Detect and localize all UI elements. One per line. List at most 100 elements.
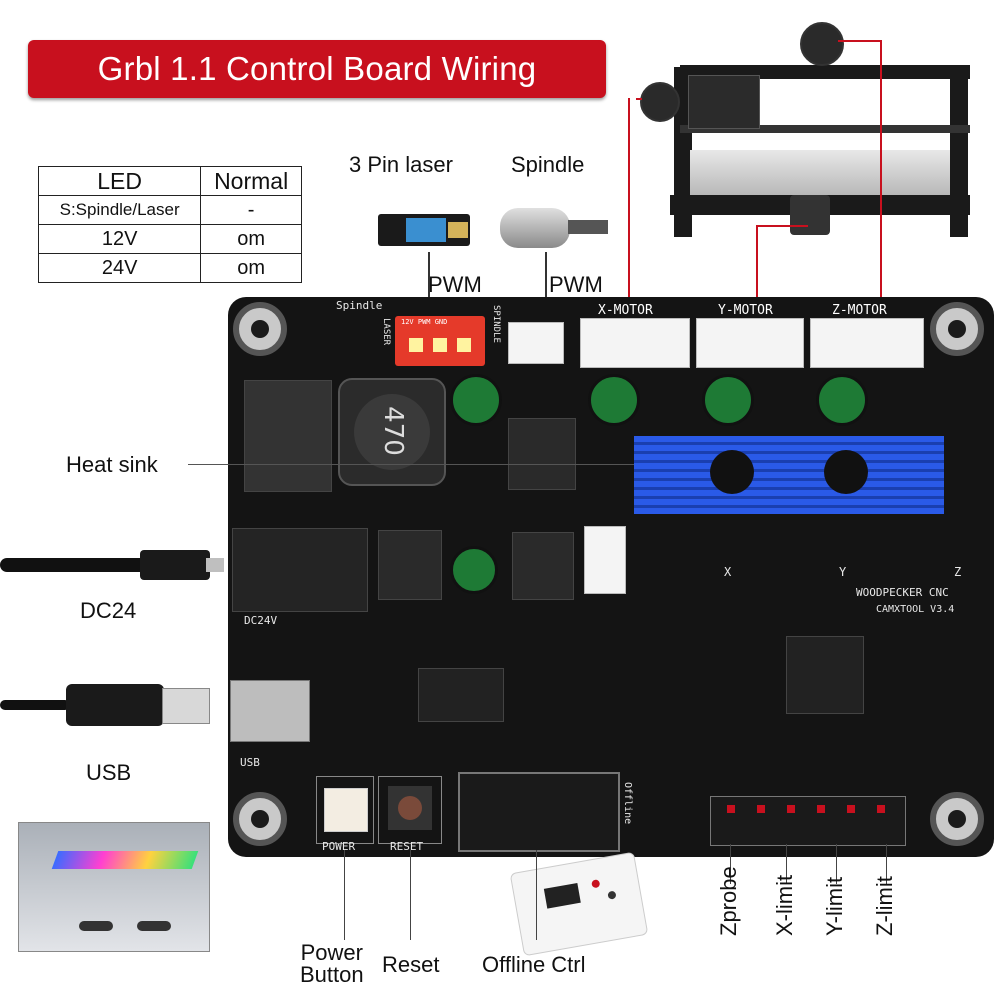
power-button-frame <box>316 776 374 844</box>
limit-switch-header[interactable] <box>710 796 906 846</box>
pwm-spindle-label: PWM <box>549 272 603 297</box>
inductor-value: 470 <box>377 406 408 456</box>
heat-sink <box>634 436 944 514</box>
brand-line1: WOODPECKER CNC <box>856 586 949 599</box>
table-row: 24V om <box>37 253 302 283</box>
capacitor <box>816 374 868 426</box>
table-cell: 24V <box>37 253 202 283</box>
z-silk: Z <box>954 565 962 579</box>
table-cell: S:Spindle/Laser <box>37 195 202 225</box>
y-limit-label: Y-limit <box>822 876 847 936</box>
x-wire-h <box>636 98 642 100</box>
table-cell: - <box>200 195 302 225</box>
z-motor-connector[interactable] <box>810 318 924 368</box>
usb-plug-image <box>66 684 164 726</box>
reset-pointer <box>410 850 411 940</box>
z-limit-label: Z-limit <box>872 876 897 936</box>
y-motor-silk: Y-MOTOR <box>718 303 773 318</box>
mounting-hole <box>233 302 287 356</box>
spindle-label: Spindle <box>511 152 585 177</box>
inductor: 470 <box>338 378 446 486</box>
power-button-label: Power Button <box>300 940 364 987</box>
table-cell: om <box>200 253 302 283</box>
mounting-hole <box>930 792 984 846</box>
table-header-cell: LED <box>37 166 202 196</box>
laptop-image <box>18 822 210 952</box>
led-table-header: LED Normal <box>37 166 302 196</box>
y-silk: Y <box>839 565 847 579</box>
z-wire-h <box>838 40 882 42</box>
title-banner: Grbl 1.1 Control Board Wiring Instructio… <box>28 40 606 145</box>
reset-silk: RESET <box>390 840 424 853</box>
z-wire <box>880 40 882 320</box>
dc24v-silk: DC24V <box>244 614 278 627</box>
laser-pointer-line <box>428 252 430 312</box>
zprobe-pointer <box>730 844 731 884</box>
usb-label: USB <box>86 760 132 785</box>
power-pointer <box>344 850 345 940</box>
z-motor-callout <box>800 22 844 66</box>
offline-pointer <box>536 850 537 940</box>
mounting-hole <box>233 792 287 846</box>
table-row: S:Spindle/Laser - <box>37 195 302 225</box>
zprobe-label: Zprobe <box>716 866 741 936</box>
x-wire <box>628 98 630 320</box>
reset-button-frame <box>378 776 442 844</box>
usb-cable-image <box>0 700 70 710</box>
usb-serial-chip <box>418 668 504 722</box>
dc24-label: DC24 <box>80 598 137 623</box>
reset-button[interactable] <box>388 786 432 830</box>
x-motor-callout <box>640 82 680 122</box>
dc-plug-image <box>140 550 210 580</box>
spindle-pointer-line <box>545 252 547 322</box>
capacitor <box>588 374 640 426</box>
xlimit-pointer <box>786 844 787 884</box>
table-header-cell: Normal <box>200 166 302 196</box>
brand-line2: CAMXTOOL V3.4 <box>876 604 955 615</box>
y-wire <box>756 225 758 320</box>
spindle-motor-image <box>500 208 570 248</box>
heat-sink-pointer <box>188 464 634 465</box>
spindle-shaft-image <box>568 220 608 234</box>
aux-connector[interactable] <box>584 526 626 594</box>
table-cell: 12V <box>37 224 202 254</box>
heat-sink-label: Heat sink <box>66 452 158 477</box>
cnc-machine-image <box>660 55 978 250</box>
usb-port[interactable] <box>230 680 310 742</box>
y-wire-h <box>756 225 808 227</box>
spindle-connector[interactable] <box>508 322 564 364</box>
laser-connector[interactable]: 12V PWM GND <box>395 316 485 366</box>
offline-ctrl-label: Offline Ctrl <box>482 952 586 977</box>
laser-label: 3 Pin laser <box>349 152 453 177</box>
z-motor-silk: Z-MOTOR <box>832 303 887 318</box>
x-limit-label: X-limit <box>772 874 797 936</box>
dc-jack[interactable] <box>232 528 368 612</box>
laser-module-image <box>378 214 470 246</box>
led-status-table: LED Normal S:Spindle/Laser - 12V om 24V … <box>37 166 302 283</box>
spindle-silk: SPINDLE <box>491 305 501 343</box>
x-silk: X <box>724 565 732 579</box>
mosfet <box>508 418 576 490</box>
power-button[interactable] <box>324 788 368 832</box>
offline-header[interactable] <box>458 772 620 852</box>
microcontroller <box>786 636 864 714</box>
usb-silk: USB <box>240 756 260 769</box>
capacitor <box>450 546 498 594</box>
capacitor <box>702 374 754 426</box>
laser-silk: LASER <box>381 318 391 346</box>
reset-label: Reset <box>382 952 440 977</box>
power-silk: POWER <box>322 840 356 853</box>
usb-plug-tip-image <box>162 688 210 724</box>
zlimit-pointer <box>886 844 887 884</box>
offline-silk: Offline <box>622 782 633 825</box>
y-motor-connector[interactable] <box>696 318 804 368</box>
mosfet <box>378 530 442 600</box>
mounting-hole <box>930 302 984 356</box>
x-motor-connector[interactable] <box>580 318 690 368</box>
dc-cable-image <box>0 558 150 572</box>
dc-plug-tip-image <box>206 558 224 572</box>
laser-pins-silk: 12V PWM GND <box>401 318 448 326</box>
voltage-regulator <box>244 380 332 492</box>
pwm-laser-label: PWM <box>428 272 482 297</box>
mosfet <box>512 532 574 600</box>
